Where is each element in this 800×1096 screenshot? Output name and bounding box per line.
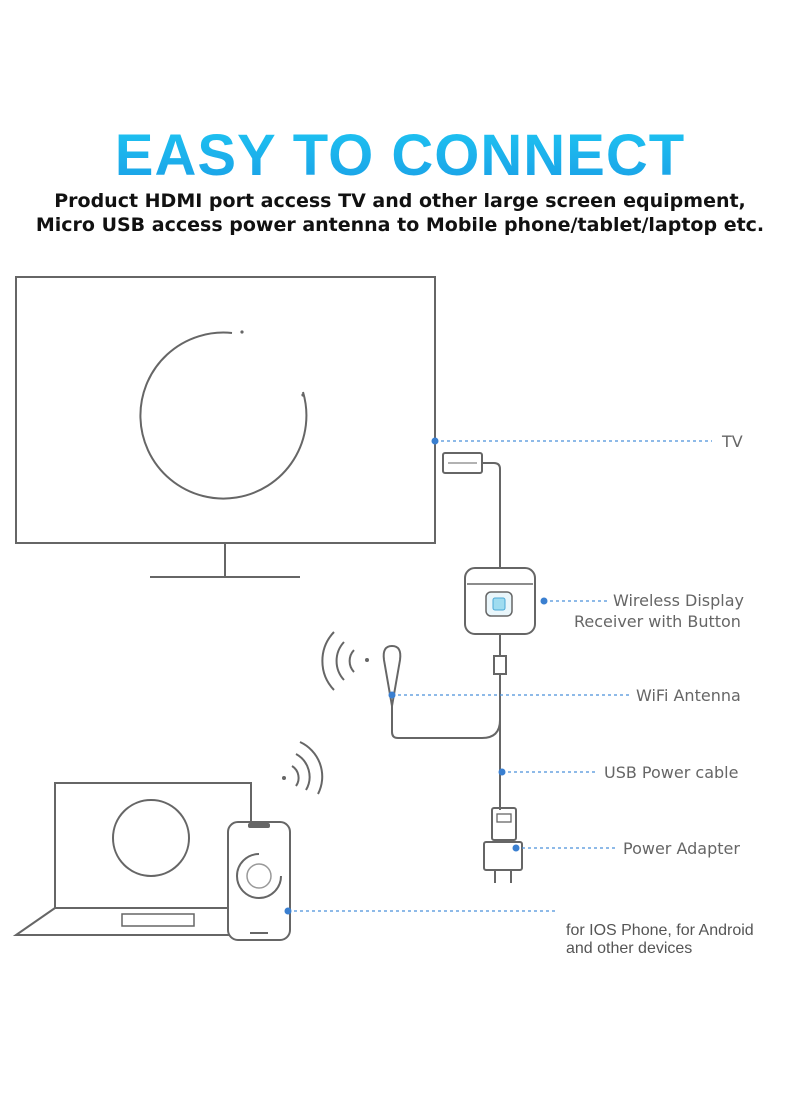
phone-screen-circle bbox=[236, 853, 282, 899]
usb-a-plug bbox=[491, 807, 517, 841]
label-receiver-line2: Receiver with Button bbox=[574, 612, 741, 631]
phone-body bbox=[227, 821, 291, 941]
tv-screen-circle bbox=[139, 331, 308, 500]
headline-title: EASY TO CONNECT bbox=[0, 122, 800, 189]
wifi-antenna-illustration bbox=[321, 631, 402, 707]
laptop-screen bbox=[54, 782, 252, 909]
subtitle-line-1: Product HDMI port access TV and other la… bbox=[54, 190, 746, 212]
laptop-base bbox=[12, 907, 230, 936]
label-tv: TV bbox=[721, 432, 743, 451]
antenna-body bbox=[382, 644, 402, 707]
phone-illustration bbox=[227, 821, 291, 941]
subtitle-line-2: Micro USB access power antenna to Mobile… bbox=[35, 214, 765, 236]
usb-cable-illustration bbox=[391, 634, 523, 883]
antenna-cable bbox=[391, 706, 501, 739]
leader-dots bbox=[284, 437, 548, 915]
micro-usb-plug bbox=[493, 655, 507, 675]
label-receiver-line1: Wireless Display bbox=[613, 591, 744, 610]
laptop-screen-circle bbox=[112, 799, 190, 877]
tv-screen bbox=[15, 276, 436, 544]
phone-wifi-icon bbox=[282, 741, 324, 795]
laptop-trackpad bbox=[121, 913, 195, 927]
label-power-adapter: Power Adapter bbox=[623, 839, 740, 858]
label-wifi-antenna: WiFi Antenna bbox=[636, 686, 741, 705]
antenna-wave-1 bbox=[348, 649, 355, 673]
tv-screen-dot-2 bbox=[301, 393, 305, 397]
label-devices-line1: for IOS Phone, for Android bbox=[566, 922, 754, 939]
label-usb-power-cable: USB Power cable bbox=[604, 763, 738, 782]
hdmi-cable bbox=[442, 452, 501, 570]
tv-illustration bbox=[15, 276, 436, 578]
hdmi-cable-line bbox=[482, 462, 501, 570]
power-adapter-body bbox=[483, 841, 523, 871]
tv-screen-dot-1 bbox=[240, 330, 244, 334]
laptop-illustration bbox=[12, 782, 252, 936]
label-devices-line2: and other devices bbox=[566, 940, 692, 957]
receiver-illustration bbox=[464, 567, 536, 635]
leader-lines bbox=[288, 440, 712, 912]
